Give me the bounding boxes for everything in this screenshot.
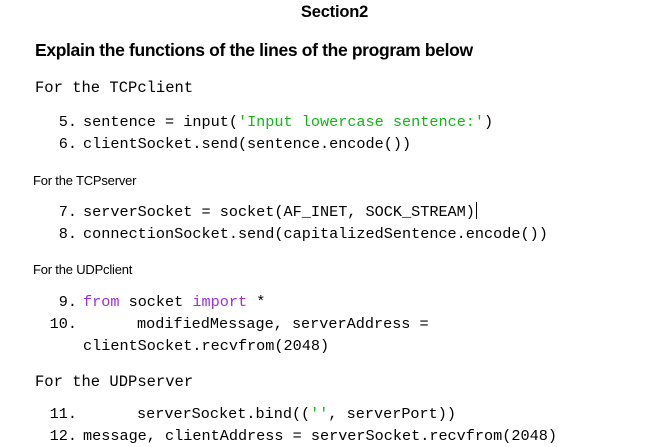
code-text-tail: , serverPort)) bbox=[328, 405, 457, 423]
code-block-tcpclient: 5. sentence = input('Input lowercase sent… bbox=[35, 111, 669, 155]
line-number: 12. bbox=[49, 427, 77, 445]
code-text: clientSocket.recvfrom(2048) bbox=[83, 337, 330, 355]
code-line: 6. clientSocket.send(sentence.encode()) bbox=[35, 133, 669, 155]
block-label-tcpserver: For the TCPserver bbox=[33, 173, 137, 188]
code-line: 5. sentence = input('Input lowercase sent… bbox=[35, 111, 669, 133]
line-number: 11. bbox=[49, 405, 77, 423]
code-line: 11. serverSocket.bind(('', serverPort)) bbox=[35, 403, 669, 425]
section-title: Section2 bbox=[300, 3, 369, 21]
block-label-udpserver: For the UDPserver bbox=[35, 373, 194, 391]
line-number: 7. bbox=[58, 203, 77, 221]
code-keyword-from: from bbox=[83, 293, 120, 311]
code-line: 12. message, clientAddress = serverSocket… bbox=[35, 425, 669, 447]
code-line-continuation: clientSocket.recvfrom(2048) bbox=[35, 335, 669, 357]
code-text: serverSocket = socket(AF_INET, SOCK_STRE… bbox=[83, 203, 475, 221]
code-text: message, clientAddress = serverSocket.re… bbox=[83, 427, 557, 445]
code-text-tail: ) bbox=[484, 113, 494, 131]
code-string-literal: '' bbox=[310, 405, 329, 423]
code-text: socket bbox=[119, 293, 193, 311]
code-block-tcpserver: 7. serverSocket = socket(AF_INET, SOCK_ST… bbox=[35, 201, 669, 245]
block-label-udpclient: For the UDPclient bbox=[33, 262, 133, 277]
code-line: 7. serverSocket = socket(AF_INET, SOCK_ST… bbox=[35, 201, 669, 223]
code-line: 10. modifiedMessage, serverAddress = bbox=[35, 313, 669, 335]
line-number: 10. bbox=[49, 315, 77, 333]
code-text-tail: * bbox=[247, 293, 266, 311]
line-number: 5. bbox=[58, 113, 77, 131]
code-text: clientSocket.send(sentence.encode()) bbox=[83, 135, 412, 153]
code-text: serverSocket.bind(( bbox=[137, 405, 311, 423]
code-text: connectionSocket.send(capitalizedSentenc… bbox=[83, 225, 548, 243]
code-keyword-import: import bbox=[192, 293, 248, 311]
text-cursor bbox=[475, 202, 477, 219]
block-label-tcpclient: For the TCPclient bbox=[35, 79, 194, 97]
code-line: 9. from socket import * bbox=[35, 291, 669, 313]
line-number: 9. bbox=[58, 293, 77, 311]
line-number: 8. bbox=[58, 225, 77, 243]
code-block-udpserver: 11. serverSocket.bind(('', serverPort)) 1… bbox=[35, 403, 669, 447]
page-title: Explain the functions of the lines of th… bbox=[35, 40, 473, 60]
code-block-udpclient: 9. from socket import * 10. modifiedMessag… bbox=[35, 291, 669, 357]
line-number: 6. bbox=[58, 135, 77, 153]
code-line: 8. connectionSocket.send(capitalizedSente… bbox=[35, 223, 669, 245]
code-text: sentence = input( bbox=[83, 113, 238, 131]
code-string-literal: 'Input lowercase sentence:' bbox=[237, 113, 485, 131]
code-text: modifiedMessage, serverAddress = bbox=[137, 315, 429, 333]
